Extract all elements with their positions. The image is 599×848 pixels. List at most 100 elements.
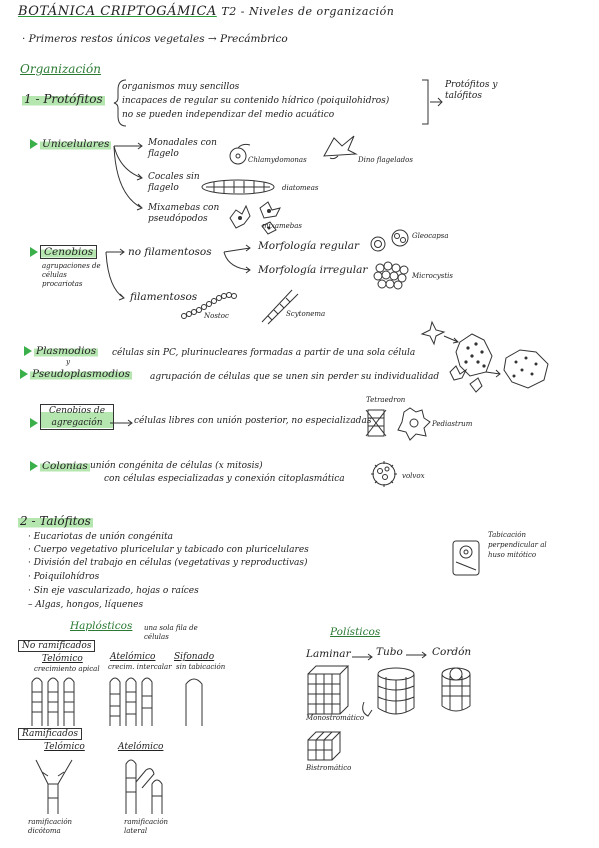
green-arrow-icon <box>24 346 32 356</box>
green-arrow-icon <box>30 247 38 257</box>
branch-arrows-3-icon <box>223 244 251 274</box>
cordon-label: Cordón <box>432 646 472 658</box>
cenobios-heading: Cenobios <box>30 245 98 259</box>
talofitos-item-4: · Poiquilohídros <box>28 572 100 582</box>
polisticos-label: Polísticos <box>330 626 381 638</box>
ram-dicotoma-label: ramificación dicótoma <box>28 818 73 835</box>
no-filamentosos-label: no filamentosos <box>128 246 212 258</box>
mixamebas-small-label: mixamebas <box>262 222 303 230</box>
amoeba-icon <box>229 201 281 235</box>
branched-filaments-icon <box>35 759 163 814</box>
telomico-sub: crecimiento apical <box>34 665 100 673</box>
gleocapsa-label: Gleocapsa <box>412 232 449 240</box>
pseudoplasmodios-heading: Pseudoplasmodios <box>20 368 132 380</box>
sifonado-label: Sifonado <box>174 652 215 662</box>
talofitos-item-3: · División del trabajo en células (veget… <box>28 558 308 568</box>
dinoflagellate-icon <box>323 135 358 160</box>
atelomico-sub: crecim. intercalar <box>108 663 172 671</box>
morfologia-regular-label: Morfología regular <box>258 240 360 252</box>
talofitos-heading: 2 - Talófitos <box>18 514 93 528</box>
haplosticos-label: Haplósticos <box>70 620 133 632</box>
filamentosos-label: filamentosos <box>130 291 198 303</box>
microcystis-label: Microcystis <box>412 272 453 280</box>
monostromatico-label: Monostromático <box>306 714 365 722</box>
branch-arrows-icon <box>113 142 143 211</box>
branch-arrows-2-icon <box>105 248 125 301</box>
colony-icon <box>371 461 397 487</box>
sifonado-sub: sin tabicación <box>176 663 226 671</box>
polystichous-icon <box>307 665 471 717</box>
green-arrow-icon <box>30 461 38 471</box>
colonias-desc-1: unión congénita de células (x mitosis) <box>90 461 263 471</box>
pseudoplasmodios-desc: agrupación de células que se unen sin pe… <box>150 372 440 382</box>
cenobios-agregacion-label: Cenobios de agregación <box>40 404 114 430</box>
talofitos-item-5: · Sin eje vascularizado, hojas o raíces <box>28 586 199 596</box>
green-arrow-icon <box>30 139 38 149</box>
bistromatic-icon <box>307 731 342 761</box>
cenobios-agregacion-heading: Cenobios de agregación <box>30 404 114 430</box>
colonias-desc-2: con células especializadas y conexión ci… <box>104 474 345 484</box>
plasmodios-y: y <box>66 358 70 366</box>
scytonema-icon <box>261 289 299 325</box>
intro-line: · Primeros restos únicos vegetales → Pre… <box>22 33 288 45</box>
gleocapsa-icon <box>370 229 409 252</box>
tabicacion-note: Tabicación perpendicular al huso mitótic… <box>488 531 547 559</box>
colonias-heading: Colonias <box>30 460 90 472</box>
diatomeas-label: diatomeas <box>282 184 319 192</box>
scytonema-label: Scytonema <box>286 310 326 318</box>
plasmodios-heading: Plasmodios <box>24 345 99 357</box>
colonias-label: Colonias <box>40 460 90 472</box>
protofitos-line-1: organismos muy sencillos <box>122 82 240 92</box>
atelomico-2-label: Atelómico <box>118 742 164 752</box>
dinoflagelados-label: Dino flagelados <box>358 156 413 164</box>
star-cell-icon <box>420 320 549 393</box>
bistromatico-label: Bistromático <box>306 764 352 772</box>
atelomico-label: Atelómico <box>110 652 156 662</box>
ram-lateral-label: ramificación lateral <box>124 818 169 835</box>
mitosis-cell-icon <box>452 540 480 576</box>
laminar-label: Laminar <box>306 648 351 660</box>
talofitos-item-2: · Cuerpo vegetativo pluricelular y tabic… <box>28 545 309 555</box>
pediastrum-label: Pediastrum <box>432 420 473 428</box>
filament-icon <box>181 292 237 319</box>
cenobios-agregacion-desc: células libres con unión posterior, no e… <box>134 416 372 426</box>
chlamydomonas-label: Chlamydomonas <box>248 156 307 164</box>
protofitos-label: 1 - Protófitos <box>22 92 105 106</box>
tetraedron-label: Tetraedron <box>366 396 406 404</box>
talofitos-item-1: · Eucariotas de unión congénita <box>28 532 174 542</box>
talofitos-label: 2 - Talófitos <box>18 514 93 528</box>
brace-icon <box>113 79 127 127</box>
tubo-label: Tubo <box>376 646 403 658</box>
haplosticos-desc: una sola fila de células <box>144 624 198 641</box>
telomico-2-label: Telómico <box>44 742 85 752</box>
cenobios-label: Cenobios <box>40 245 98 259</box>
green-arrow-icon <box>20 369 28 379</box>
bracket-icon <box>422 79 443 125</box>
volvox-label: volvox <box>402 472 425 480</box>
protofitos-result: Protófitos y talófitos <box>445 80 498 101</box>
nostoc-label: Nostoc <box>204 312 229 320</box>
monadales-label: Monadales con flagelo <box>148 138 217 159</box>
morfologia-irregular-label: Morfología irregular <box>258 264 368 276</box>
pseudoplasmodios-label: Pseudoplasmodios <box>30 368 132 380</box>
cenobios-desc: agrupaciones de células procariotas <box>42 262 101 288</box>
mixamebas-label: Mixamebas con pseudópodos <box>148 203 220 224</box>
unicelulares-heading: Unicelulares <box>30 138 112 150</box>
cluster-icon <box>373 261 409 290</box>
no-ramificados-label: No ramificados <box>18 640 96 652</box>
unicelulares-label: Unicelulares <box>40 138 112 150</box>
plasmodios-desc: células sin PC, plurinucleares formadas … <box>112 348 416 358</box>
ramificados-label: Ramificados <box>18 728 82 740</box>
protofitos-line-2: incapaces de regular su contenido hídric… <box>122 96 390 106</box>
protofitos-heading: 1 - Protófitos <box>22 92 105 106</box>
cocales-label: Cocales sin flagelo <box>148 172 200 193</box>
cell-icon <box>229 143 251 165</box>
title-main: BOTÁNICA CRIPTOGÁMICA <box>18 4 217 19</box>
title-sub: T2 - Niveles de organización <box>221 5 395 18</box>
telomico-label: Telómico <box>42 654 83 664</box>
arrow-icon <box>110 419 133 427</box>
section-organizacion: Organización <box>20 62 101 76</box>
talofitos-item-6: – Algas, hongos, líquenes <box>28 600 144 610</box>
page-title: BOTÁNICA CRIPTOGÁMICA T2 - Niveles de or… <box>18 4 394 19</box>
green-arrow-icon <box>30 417 38 428</box>
